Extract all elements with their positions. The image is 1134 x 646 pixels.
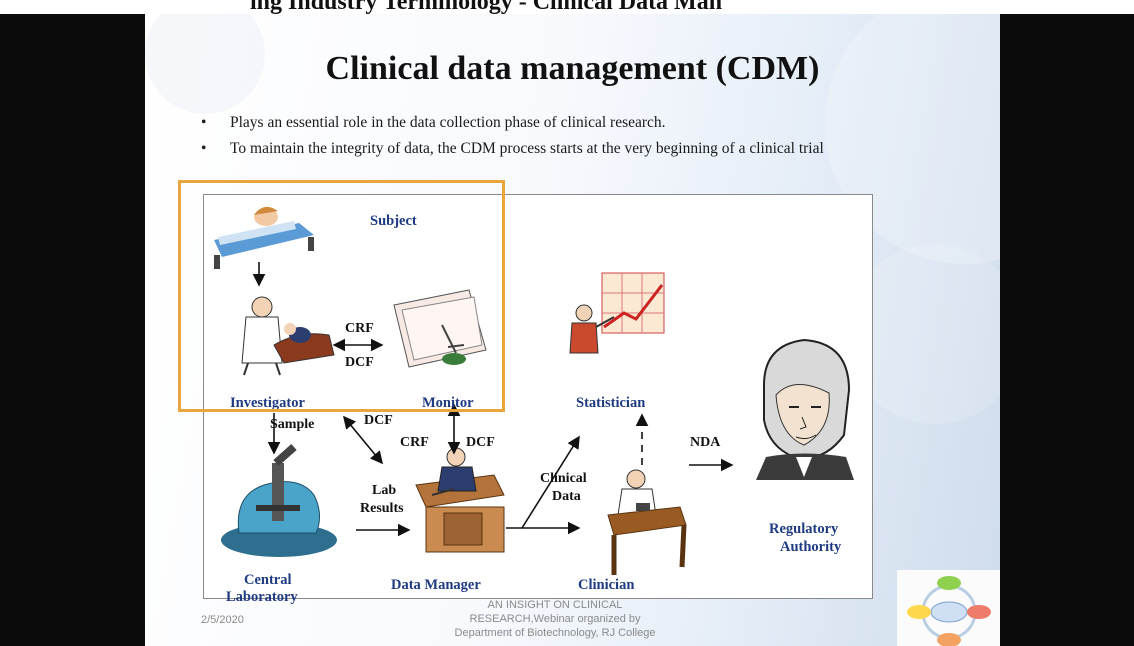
slide-footer-text: AN INSIGHT ON CLINICAL RESEARCH,Webinar … (425, 598, 685, 640)
george-washington-portrait-icon (756, 338, 854, 480)
monitor-label: Monitor (422, 395, 474, 411)
cdm-cycle-logo (897, 570, 1000, 646)
top-banner-text: ing Industry Terminology - Clinical Data… (250, 0, 723, 14)
dcf-diagonal-label: DCF (364, 413, 393, 428)
dcf-mid-label: DCF (466, 435, 495, 450)
bullet-item: To maintain the integrity of data, the C… (193, 140, 983, 158)
patient-in-bed-icon (214, 206, 314, 269)
subject-label: Subject (370, 213, 417, 229)
sample-label: Sample (270, 417, 315, 432)
nda-label: NDA (690, 435, 721, 450)
folder-papers-icon (393, 289, 487, 368)
investigator-label: Investigator (230, 395, 305, 411)
central-lab-label-2: Laboratory (226, 589, 298, 605)
slide-title: Clinical data management (CDM) (325, 50, 820, 87)
lab-results-label-1: Lab (372, 483, 397, 498)
office-worker-desk-icon (415, 447, 505, 553)
bullet-list: Plays an essential role in the data coll… (193, 114, 983, 166)
microscope-icon (221, 444, 337, 557)
investigator-monitor-highlight (178, 180, 505, 412)
clinician-label: Clinician (578, 577, 635, 593)
regulatory-label-1: Regulatory (769, 521, 839, 537)
dcf-label: DCF (345, 355, 374, 370)
clinical-data-label-2: Data (552, 489, 581, 504)
statistician-label: Statistician (576, 395, 646, 411)
clinical-data-label-1: Clinical (540, 471, 587, 486)
slide-date: 2/5/2020 (201, 614, 244, 626)
lab-results-label-2: Results (360, 501, 404, 516)
regulatory-label-2: Authority (780, 539, 842, 555)
slide: Clinical data management (CDM) Plays an … (145, 14, 1000, 646)
crf-mid-label: CRF (400, 435, 429, 450)
diagram-graphics (214, 206, 854, 575)
footer-line: RESEARCH,Webinar organized by (469, 613, 641, 625)
data-manager-label: Data Manager (391, 577, 481, 593)
presenter-chart-icon (569, 272, 665, 354)
flow-arrows (252, 262, 734, 537)
crf-label: CRF (345, 321, 374, 336)
bullet-item: Plays an essential role in the data coll… (193, 114, 983, 132)
footer-line: Department of Biotechnology, RJ College (454, 627, 656, 639)
doctor-examining-patient-icon (241, 296, 335, 376)
clinician-on-phone-icon (607, 469, 687, 575)
footer-line: AN INSIGHT ON CLINICAL (487, 599, 623, 611)
central-lab-label-1: Central (244, 572, 292, 588)
top-banner: ing Industry Terminology - Clinical Data… (0, 0, 1134, 14)
cdm-flow-diagram: Subject Investigator Monitor Statisticia… (203, 194, 873, 605)
